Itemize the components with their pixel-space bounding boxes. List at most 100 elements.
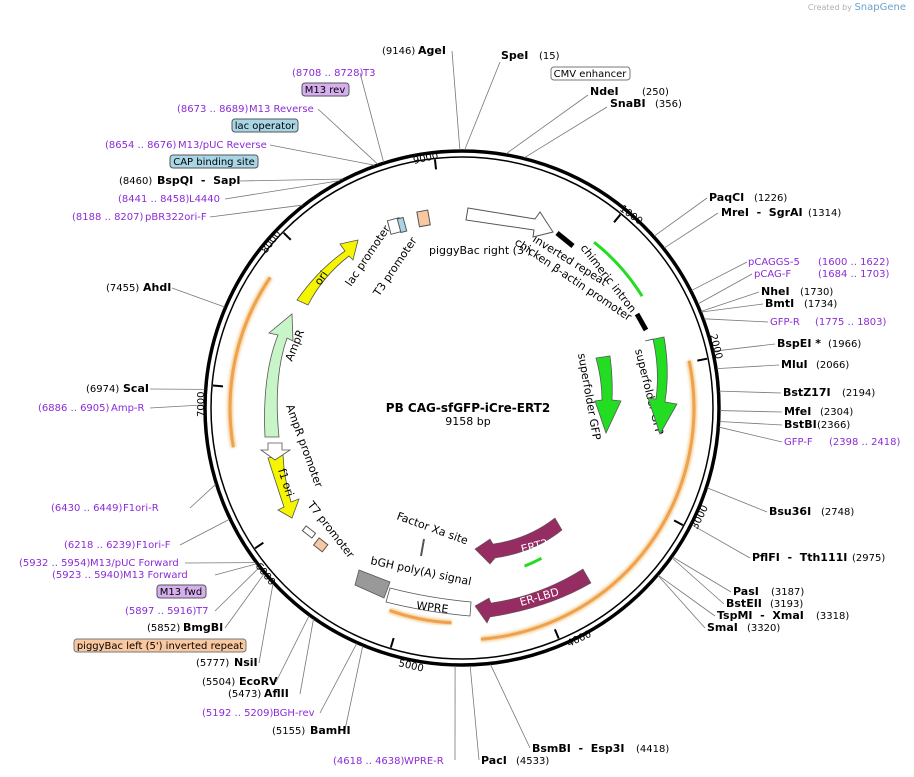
leader-22 — [275, 615, 310, 683]
site-name-bstbi: BstBI — [784, 418, 817, 431]
site-name-agei: AgeI — [418, 44, 446, 57]
piggybac-right-box — [416, 209, 431, 228]
snapgene-credit: Created by SnapGene — [808, 2, 906, 13]
site-pos-nsii: (5777) — [196, 658, 229, 669]
plasmid-size: 9158 bp — [445, 415, 490, 428]
sfgfp-arrow-a — [644, 336, 678, 435]
site-pos-agei: (9146) — [382, 46, 415, 57]
cmv-enhancer-label: CMV enhancer — [554, 69, 628, 80]
erlbd-green-arc — [523, 556, 543, 568]
primer-pos-l4440: (8441 .. 8458) — [118, 194, 190, 205]
leader-30 — [697, 273, 753, 305]
site-pos-paci: (4533) — [516, 756, 549, 767]
leader-9 — [719, 390, 782, 394]
leader-40 — [149, 404, 205, 409]
tick-6000 — [254, 541, 264, 550]
site-name-bsmbi: BsmBI - Esp3I — [532, 742, 624, 755]
primer-pos-m13pucf: (5932 .. 5954) — [19, 558, 91, 569]
leader-45 — [359, 72, 384, 163]
piggybac-right-arrow — [465, 207, 554, 238]
leader-12 — [707, 487, 768, 513]
site-pos-bstz17i: (2194) — [842, 388, 875, 399]
site-pos-bstbi: (2366) — [817, 420, 850, 431]
primer-name-wprer: WPRE-R — [404, 756, 444, 767]
primer-name-gfpr: GFP-R — [770, 317, 800, 328]
leader-13 — [691, 524, 751, 559]
site-name-nsii: NsiI — [234, 656, 258, 669]
site-pos-bsu36i: (2748) — [821, 507, 854, 518]
leader-41 — [209, 204, 303, 218]
m13-rev-label: M13 rev — [305, 85, 346, 96]
tick-4000 — [553, 628, 560, 639]
intron-arc — [593, 240, 644, 298]
leader-32 — [719, 426, 783, 443]
t7-promoter-box — [301, 525, 317, 539]
leader-38 — [179, 519, 230, 546]
leader-27 — [239, 178, 344, 182]
leader-5 — [701, 291, 760, 312]
site-name-bspqi: BspQI - SapI — [157, 174, 240, 187]
primer-pos-bghrev: (5192 .. 5209) — [202, 708, 274, 719]
primer-pos-m13fwd: (5923 .. 5940) — [52, 570, 124, 581]
leader-lines — [149, 50, 783, 761]
primer-pos-m13rev: (8673 .. 8689) — [177, 104, 249, 115]
orange-arc-right — [480, 360, 696, 641]
bgh-polya-box — [354, 569, 391, 599]
primer-name-f1orif: F1ori-F — [136, 540, 171, 551]
site-pos-ecorv: (5504) — [202, 677, 235, 688]
primer-pos-pcaggs5: (1600 .. 1622) — [818, 257, 890, 268]
primer-name-m13fwd: M13 Forward — [123, 570, 188, 581]
site-name-pasi: PasI — [733, 585, 759, 598]
piggybac-right-label-1: piggyBac right (3') — [429, 244, 531, 257]
site-name-bmgbi: BmgBI — [183, 621, 223, 634]
intron-marker — [634, 312, 649, 332]
site-pos-bmgbi: (5852) — [147, 623, 180, 634]
tick-1000 — [613, 213, 622, 223]
tick-label-8000: 8000 — [260, 229, 284, 256]
site-pos-spei: (15) — [539, 51, 560, 62]
primer-name-pcagf: pCAG-F — [754, 269, 791, 280]
site-name-smai: SmaI — [707, 621, 738, 634]
primer-pos-t7: (5897 .. 5916) — [125, 606, 197, 617]
site-pos-mlui: (2066) — [816, 360, 849, 371]
piggybac-left-label: piggyBac left (5') inverted repeat — [77, 641, 243, 652]
lac-operator-mark — [396, 216, 408, 234]
ori-arrow — [296, 239, 359, 306]
site-name-mfei: MfeI — [784, 405, 811, 418]
primer-pos-gfpr: (1775 .. 1803) — [815, 317, 887, 328]
credit-created: Created by — [807, 3, 852, 12]
primer-pos-wprer: (4618 .. 4638) — [333, 756, 405, 767]
leader-28 — [451, 50, 461, 151]
ert2-arrow — [474, 517, 563, 565]
site-name-bsu36i: Bsu36I — [769, 505, 811, 518]
leader-17 — [657, 575, 706, 629]
site-name-tspmi: TspMI - XmaI — [717, 609, 804, 622]
site-name-scai: ScaI — [123, 382, 149, 395]
tick-3000 — [673, 519, 684, 526]
tick-marks — [212, 159, 708, 648]
leader-36 — [214, 563, 257, 576]
site-pos-smai: (3320) — [747, 623, 780, 634]
primer-pos-m13pucr: (8654 .. 8676) — [105, 140, 177, 151]
leader-10 — [719, 410, 783, 413]
site-name-spei: SpeI — [501, 49, 528, 62]
factor-xa-mark — [420, 538, 425, 557]
leader-3 — [654, 197, 708, 237]
backbone-inner — [210, 156, 714, 660]
site-name-ndei: NdeI — [590, 85, 619, 98]
orange-arc-bottom — [389, 609, 452, 625]
primer-name-gfpf: GFP-F — [784, 437, 813, 448]
primer-name-m13pucf: M13/pUC Forward — [90, 558, 179, 569]
m13-fwd-label: M13 fwd — [160, 587, 202, 598]
cap-binding-box — [169, 154, 259, 169]
site-name-bsteii: BstEII — [726, 597, 762, 610]
leader-29 — [691, 261, 748, 291]
leader-0 — [464, 61, 501, 151]
site-name-bmti: BmtI — [765, 297, 794, 310]
leader-20 — [344, 646, 364, 731]
leader-14 — [672, 556, 732, 593]
t7-promoter-label: T7 promoter — [304, 498, 357, 561]
primer-pos-gfpf: (2398 .. 2418) — [829, 437, 901, 448]
tick-label-4000: 4000 — [566, 629, 594, 650]
